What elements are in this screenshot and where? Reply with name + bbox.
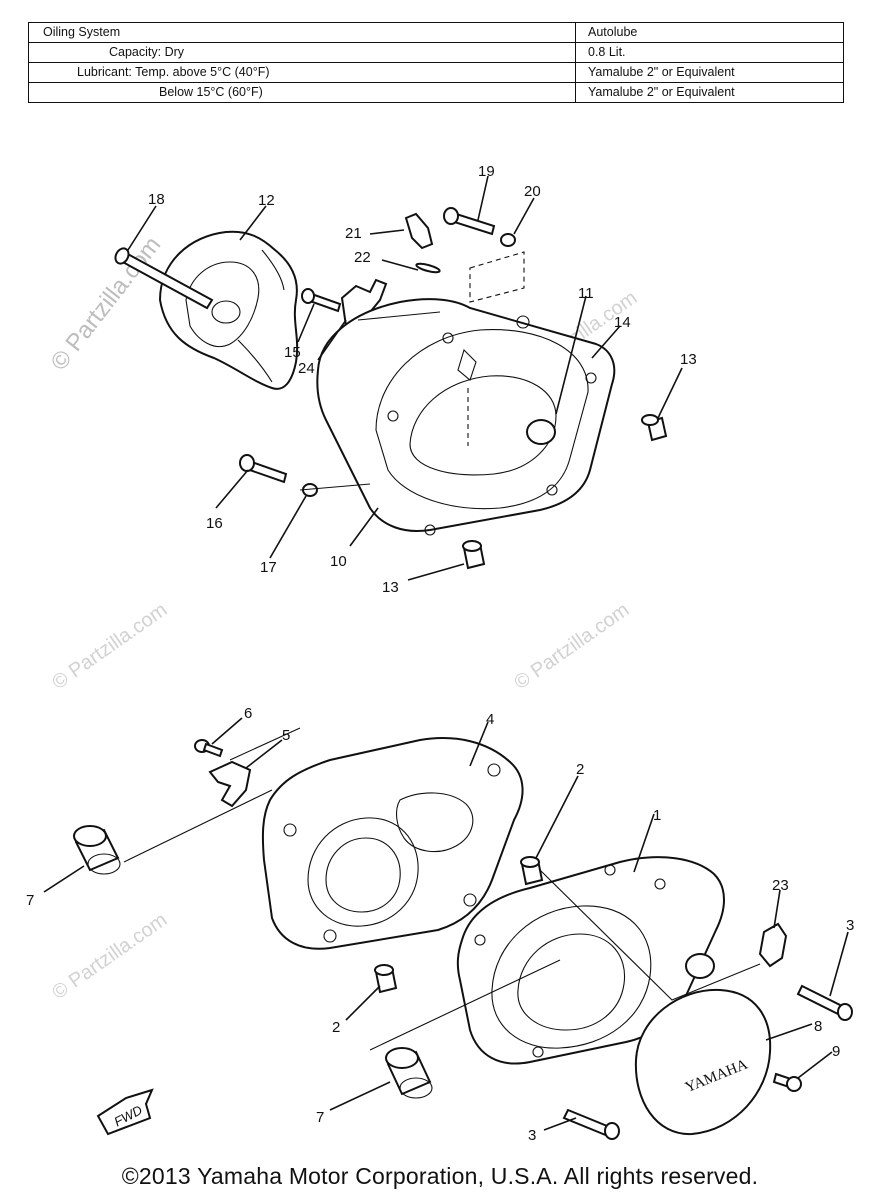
callout-7: 7 — [316, 1109, 324, 1126]
callout-numbers: 18 12 19 20 21 22 11 14 13 15 24 16 17 1… — [26, 163, 854, 1144]
clutch-cover-part-8: YAMAHA — [634, 988, 772, 1136]
callout-10: 10 — [330, 553, 347, 570]
callout-4: 4 — [486, 711, 494, 728]
bolt-part-19 — [443, 207, 496, 236]
callout-3: 3 — [846, 917, 854, 934]
callout-3: 3 — [528, 1127, 536, 1144]
callout-16: 16 — [206, 515, 223, 532]
callout-9: 9 — [832, 1043, 840, 1060]
forward-arrow-icon: FWD — [96, 1088, 154, 1136]
callout-6: 6 — [244, 705, 252, 722]
watermark: © Partzilla.com — [48, 599, 171, 694]
shift-fork-part-5 — [208, 760, 252, 808]
pump-cover-part-12 — [158, 230, 299, 390]
crankcase-right-part-1 — [456, 856, 725, 1065]
watermark-main: © Partzilla.com — [45, 232, 166, 376]
bearing-part-7 — [73, 825, 121, 875]
bolt-part-18 — [114, 247, 214, 310]
screw-part-15 — [301, 288, 342, 313]
watermark: © Partzilla.com — [510, 599, 633, 694]
assembly-guide-line — [469, 251, 525, 303]
washer-part-20 — [500, 233, 516, 247]
callout-17: 17 — [260, 559, 277, 576]
callout-13: 13 — [680, 351, 697, 368]
callout-14: 14 — [614, 314, 631, 331]
bearing-part-7 — [385, 1047, 433, 1099]
bolt-part-16 — [239, 454, 288, 484]
callout-13: 13 — [382, 579, 399, 596]
fitting-part-21 — [404, 212, 434, 250]
dowel-part-2 — [520, 856, 544, 886]
crankcase-cover-part-10 — [316, 298, 616, 536]
callout-23: 23 — [772, 877, 789, 894]
dowel-part-2 — [374, 964, 398, 994]
assembly-guide-lines — [123, 311, 761, 1051]
callout-5: 5 — [282, 727, 290, 744]
callout-24: 24 — [298, 360, 315, 377]
callout-2: 2 — [332, 1019, 340, 1036]
callout-11: 11 — [578, 285, 594, 302]
spec-row: Lubricant: Temp. above 5°C (40°F) Yamalu… — [28, 62, 844, 83]
callout-12: 12 — [258, 192, 275, 209]
callout-15: 15 — [284, 344, 301, 361]
spec-label: Lubricant: Temp. above 5°C (40°F) — [28, 62, 576, 83]
watermark: © Partzilla.com — [48, 909, 171, 1004]
screw-part-9 — [772, 1072, 802, 1092]
spec-value: Yamalube 2" or Equivalent — [575, 82, 844, 103]
leader-lines — [43, 175, 849, 1131]
dowel-part-13 — [641, 414, 668, 442]
callout-18: 18 — [148, 191, 165, 208]
bracket-part-23 — [758, 922, 788, 968]
callout-21: 21 — [345, 225, 362, 242]
spec-table: Oiling System Autolube Capacity: Dry 0.8… — [28, 22, 844, 103]
bolt-part-3 — [796, 984, 853, 1021]
dowel-part-13 — [462, 540, 486, 570]
spec-row: Below 15°C (60°F) Yamalube 2" or Equival… — [28, 82, 844, 103]
crankcase-left-part-4 — [261, 737, 524, 950]
exploded-parts-diagram: © Partzilla.com © Partzilla.com © Partzi… — [26, 163, 854, 1144]
spec-label: Below 15°C (60°F) — [28, 82, 576, 103]
callout-19: 19 — [478, 163, 495, 180]
callout-8: 8 — [814, 1018, 822, 1035]
callout-7: 7 — [26, 892, 34, 909]
copyright-notice: ©2013 Yamaha Motor Corporation, U.S.A. A… — [121, 1163, 759, 1189]
oring-part-22 — [415, 262, 441, 274]
callout-22: 22 — [354, 249, 371, 266]
callout-1: 1 — [653, 807, 661, 824]
screw-part-6 — [194, 739, 224, 758]
callout-20: 20 — [524, 183, 541, 200]
bolt-part-3 — [562, 1108, 620, 1140]
callout-2: 2 — [576, 761, 584, 778]
